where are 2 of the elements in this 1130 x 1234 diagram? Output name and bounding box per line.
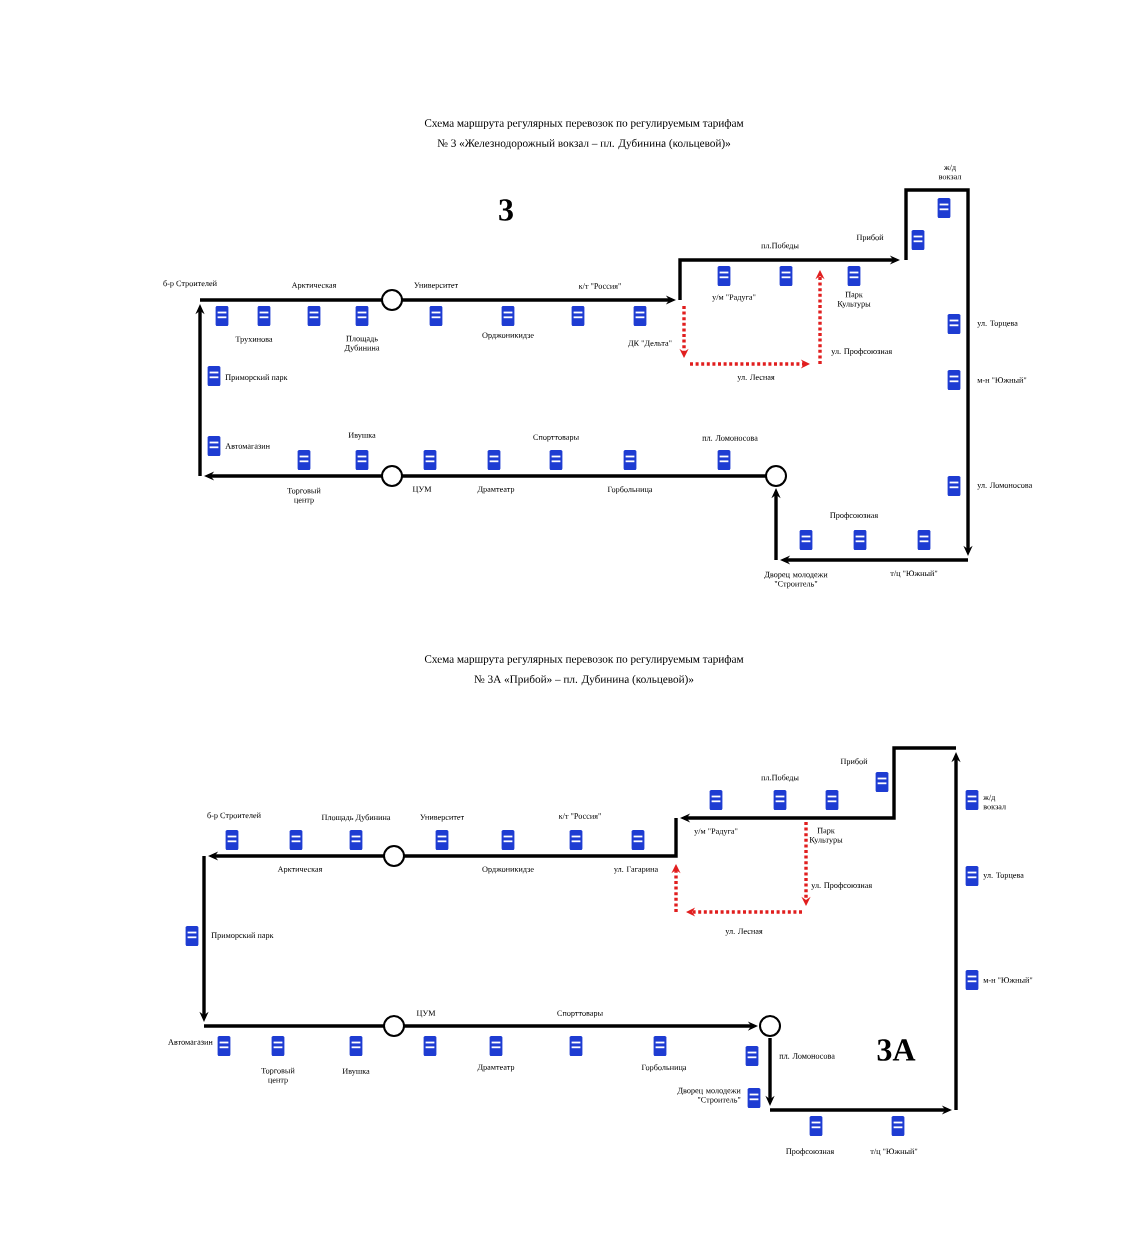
route-number: 3А	[877, 1039, 916, 1061]
route-number: 3	[499, 199, 513, 221]
